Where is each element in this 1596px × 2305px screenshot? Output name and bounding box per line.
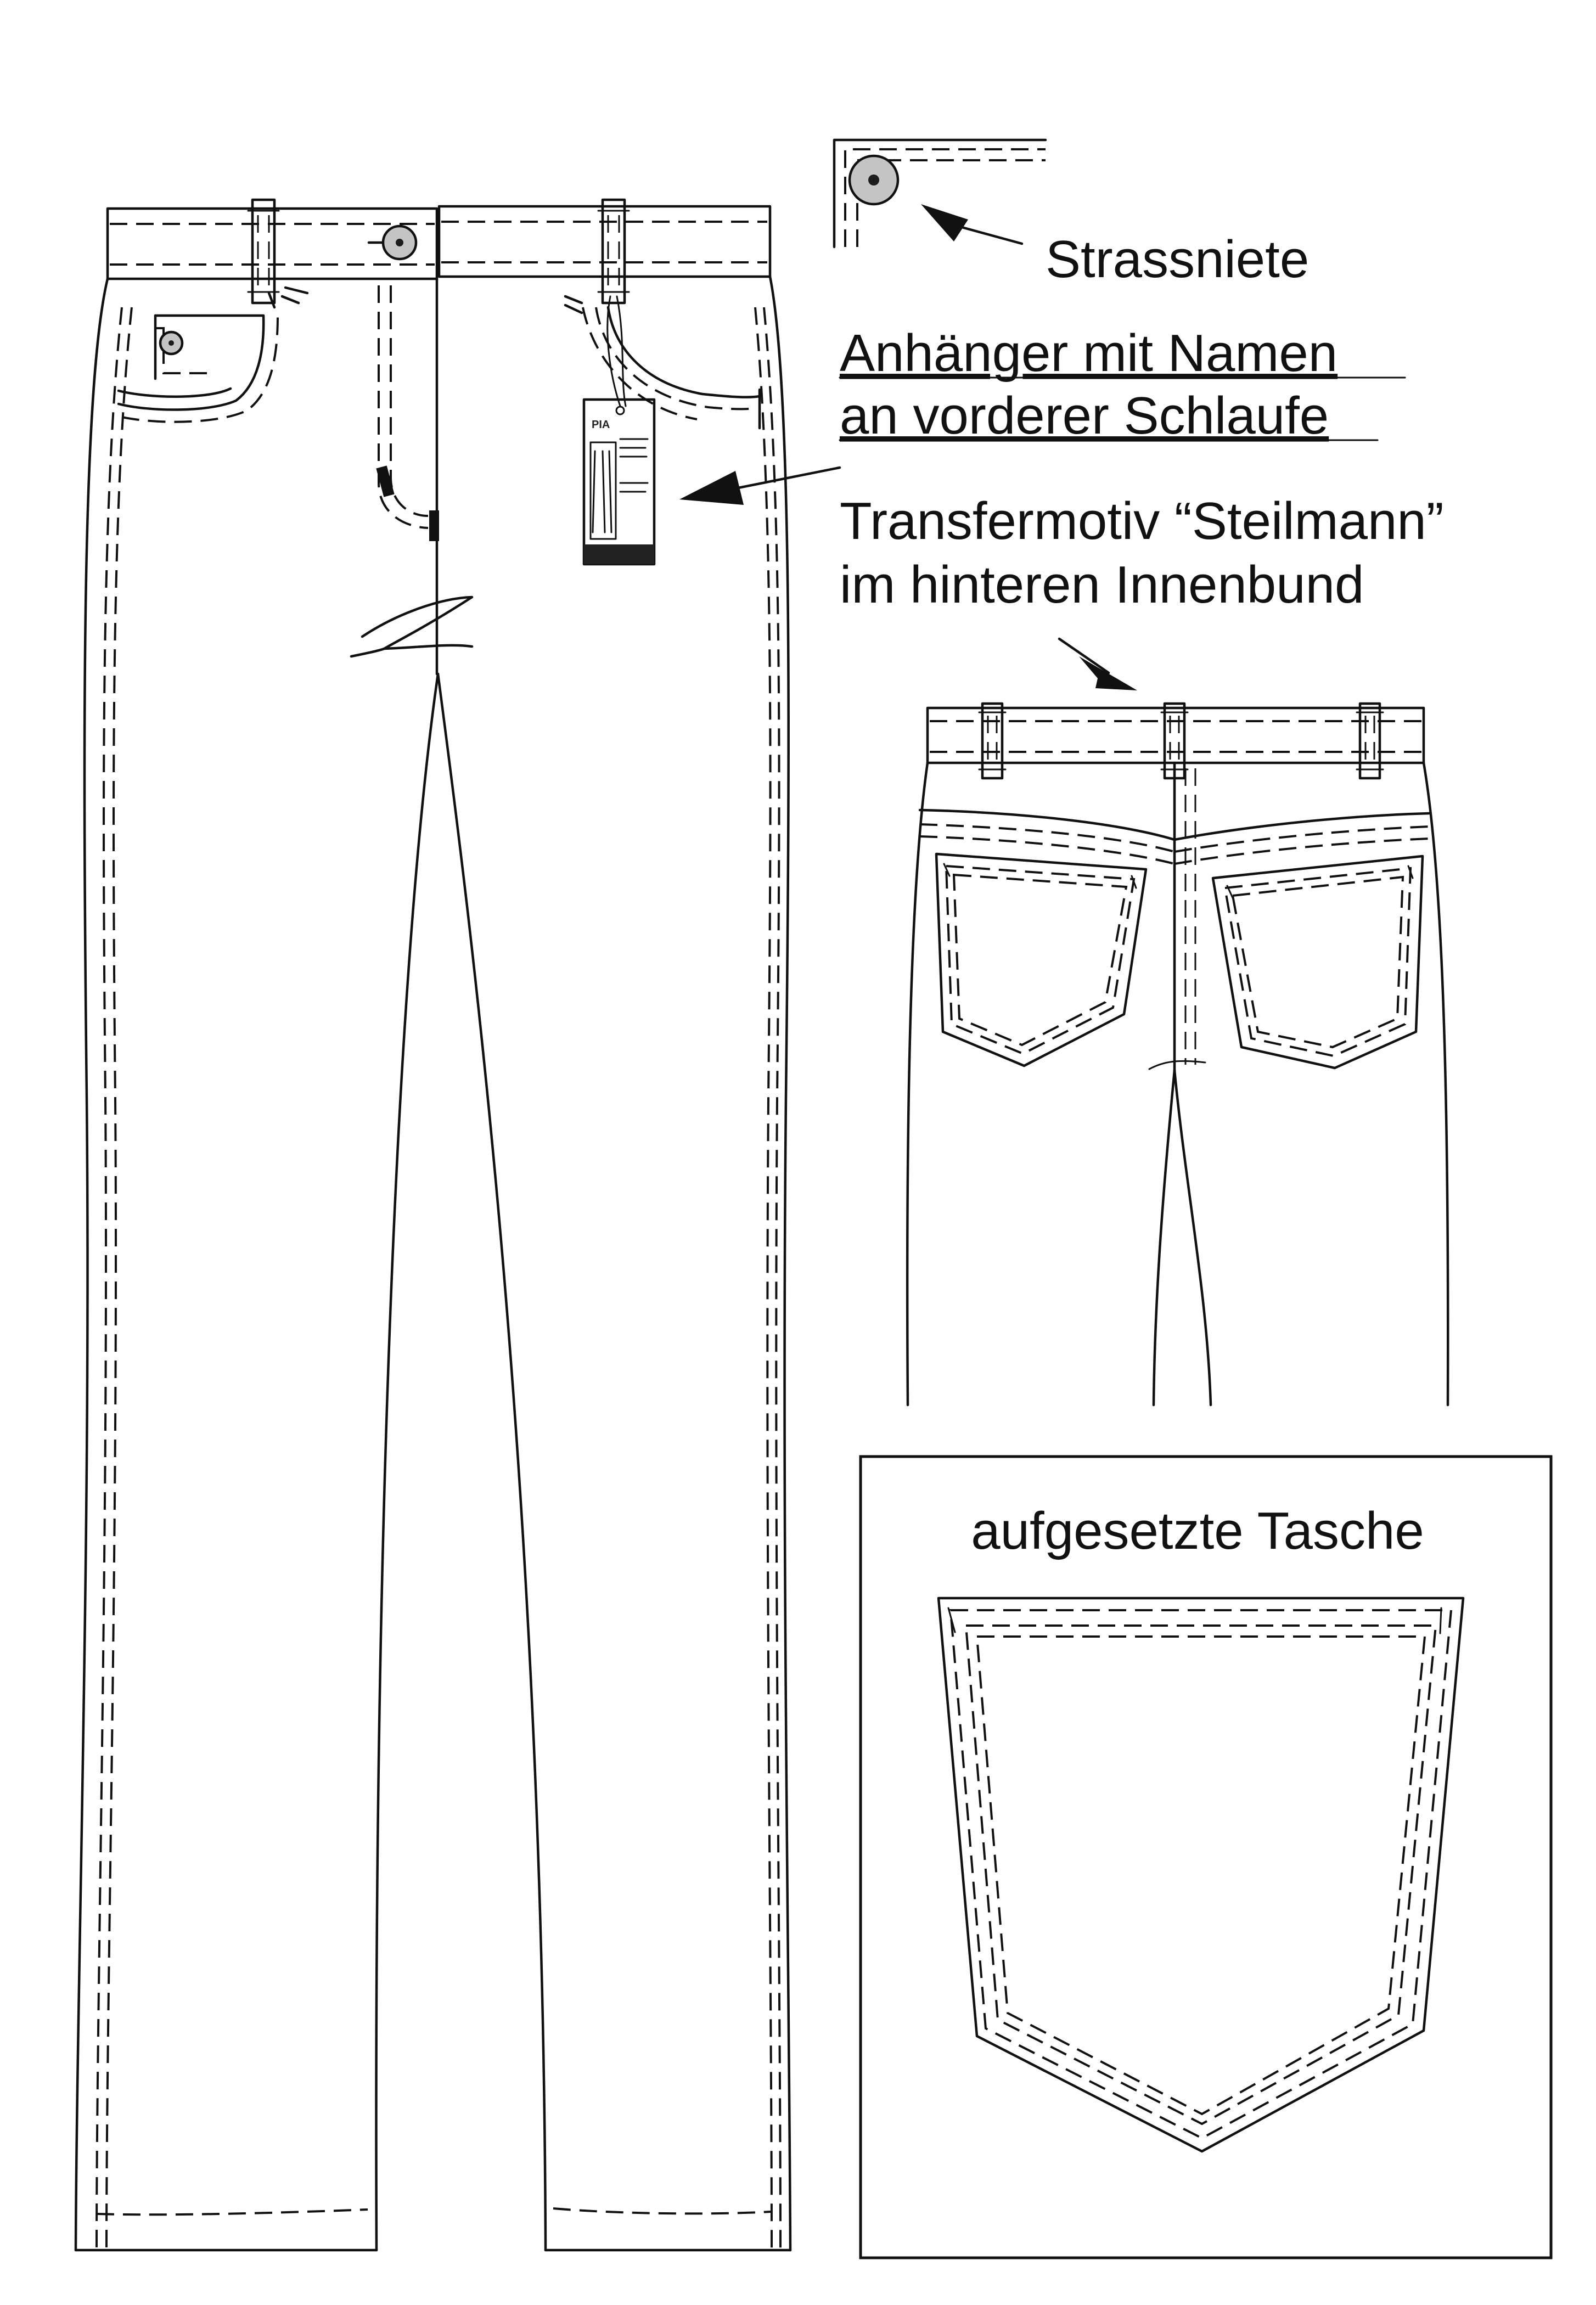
- back-belt-loop-right: [1356, 702, 1384, 780]
- front-fly: [350, 277, 474, 676]
- front-pocket-right: [564, 295, 761, 430]
- hangtag-title: PIA: [592, 419, 610, 431]
- label-hangtag-line1: Anhänger mit Namen: [840, 324, 1338, 383]
- label-patch-pocket: aufgesetzte Tasche: [971, 1502, 1424, 1560]
- back-belt-loop-left: [978, 702, 1007, 780]
- transfer-arrow: [1058, 637, 1137, 690]
- back-view-jeans: [906, 702, 1449, 1407]
- patch-pocket-detail: [859, 1455, 1553, 2259]
- rhinestone-rivet-detail: [833, 138, 1047, 249]
- front-belt-loop-right: [597, 198, 630, 305]
- label-transfer-line1: Transfermotiv “Steilmann”: [840, 492, 1444, 550]
- front-side-seam-stitching: [95, 307, 782, 2251]
- front-pocket-left: [117, 286, 309, 423]
- waist-button: [367, 224, 418, 261]
- hangtag: PIA Steilmann: [582, 295, 656, 566]
- front-waistband: [106, 205, 772, 280]
- front-view-jeans: PIA Steilmann: [74, 198, 792, 2252]
- label-hangtag-line2: an vorderer Schlaufe: [840, 386, 1329, 445]
- hangtag-brand: Steilmann: [598, 550, 640, 560]
- coin-pocket-rivet: [159, 330, 184, 356]
- back-pocket-left: [935, 852, 1148, 1067]
- label-transfer-line2: im hinteren Innenbund: [840, 555, 1364, 614]
- front-legs-outline: [74, 275, 792, 2252]
- hangtag-arrow: [679, 466, 841, 505]
- front-hem-stitching: [96, 2207, 771, 2216]
- front-belt-loop-left: [247, 198, 280, 305]
- label-rhinestone-rivet: Strassniete: [1046, 230, 1309, 289]
- back-pocket-right: [1211, 854, 1424, 1070]
